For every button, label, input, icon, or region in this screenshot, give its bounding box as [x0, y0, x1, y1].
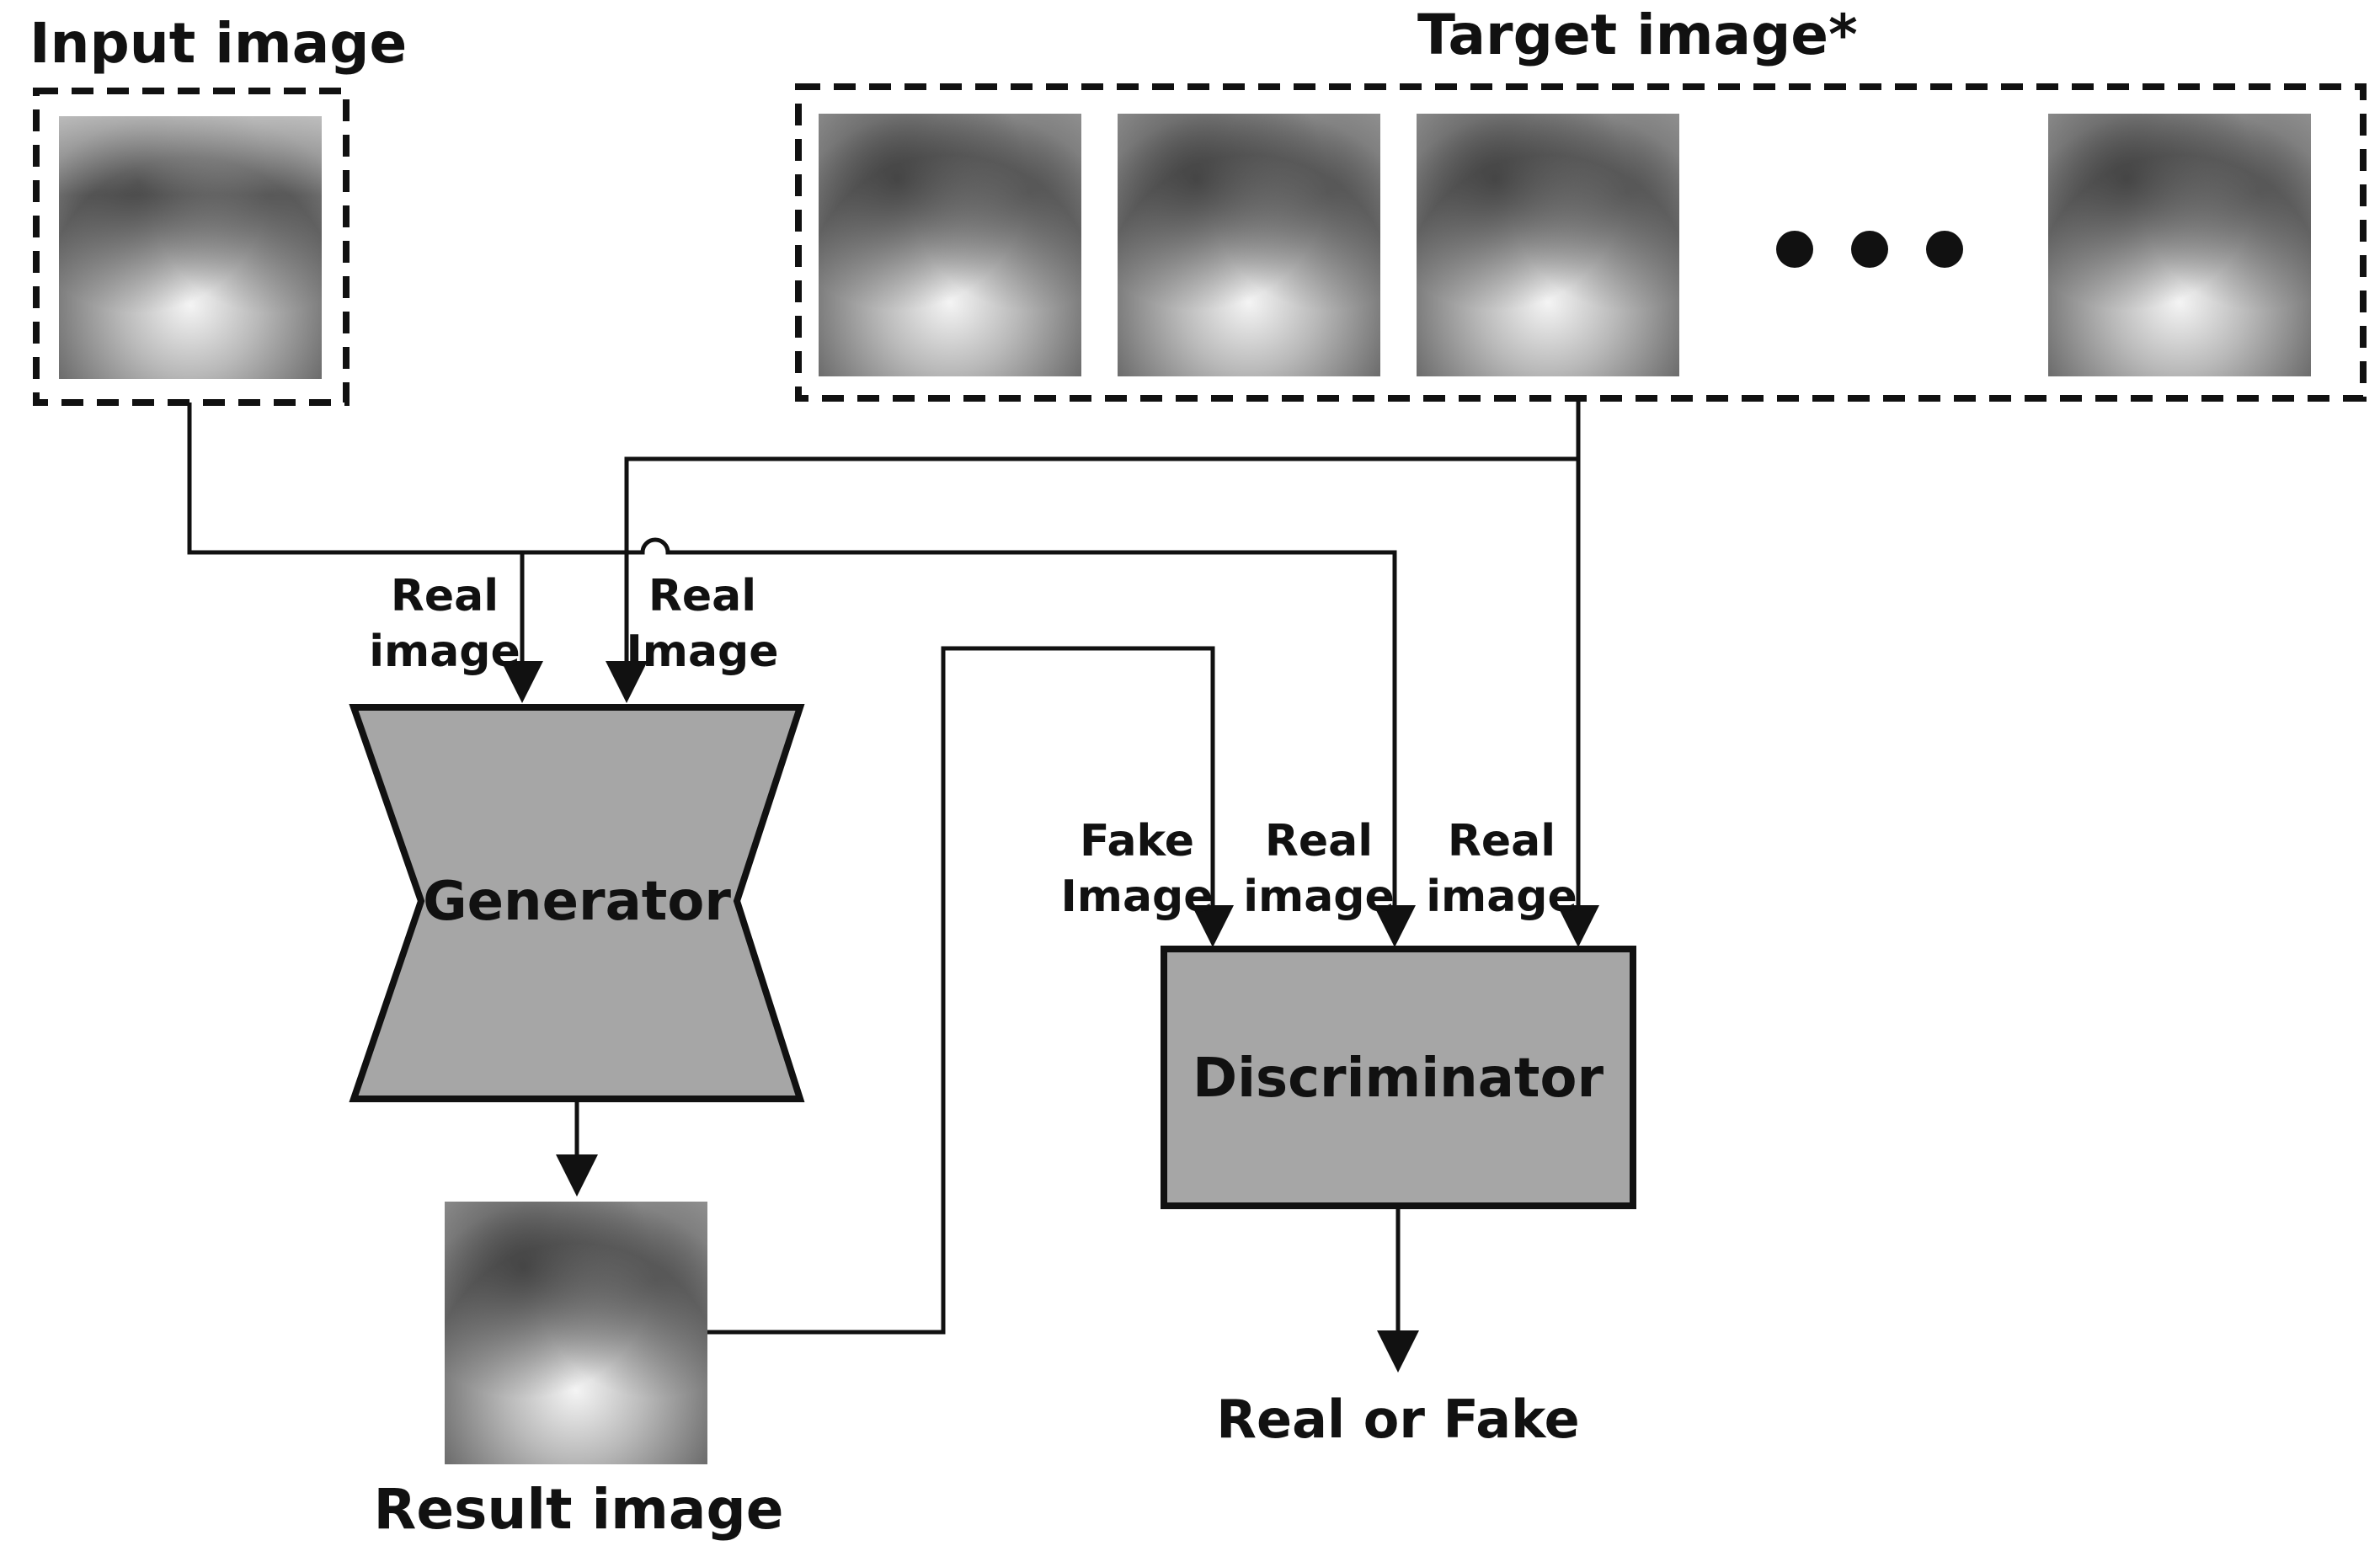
input-to-discriminator-arrow [522, 537, 1416, 947]
result-image-title: Result image [374, 1477, 784, 1542]
generator-input-1-line1: Real [391, 571, 499, 621]
discriminator-input-1-line1: Fake [1080, 816, 1194, 866]
generator-block [349, 704, 805, 1102]
result-image [445, 1202, 707, 1464]
target-image-3 [1417, 114, 1679, 376]
target-to-generator-arrow [606, 456, 1578, 703]
target-image-1 [819, 114, 1081, 376]
generator-label: Generator [423, 871, 731, 933]
discriminator-label: Discriminator [1193, 1048, 1604, 1110]
output-label: Real or Fake [1216, 1389, 1579, 1450]
target-image-2 [1118, 114, 1380, 376]
discriminator-input-3-line1: Real [1448, 816, 1556, 866]
discriminator-input-2-line2: image [1243, 872, 1395, 922]
input-image [59, 116, 322, 379]
discriminator-block [1161, 946, 1636, 1209]
ellipsis-icon [1776, 231, 1963, 268]
discriminator-input-3-line2: image [1426, 872, 1577, 922]
target-image-n [2048, 114, 2311, 376]
result-to-discriminator-arrow [707, 646, 1234, 1335]
generator-input-1-line2: image [369, 626, 520, 677]
input-image-title: Input image [29, 11, 407, 76]
target-image-title: Target image* [1417, 3, 1858, 67]
input-to-generator-arrow [187, 402, 543, 703]
generator-input-2-line2: Image [626, 626, 778, 677]
discriminator-input-2-line1: Real [1265, 816, 1373, 866]
discriminator-input-1-line2: Image [1060, 872, 1213, 922]
target-image-frame [795, 83, 2367, 402]
input-image-frame [33, 88, 350, 406]
generator-input-2-line1: Real [648, 571, 756, 621]
